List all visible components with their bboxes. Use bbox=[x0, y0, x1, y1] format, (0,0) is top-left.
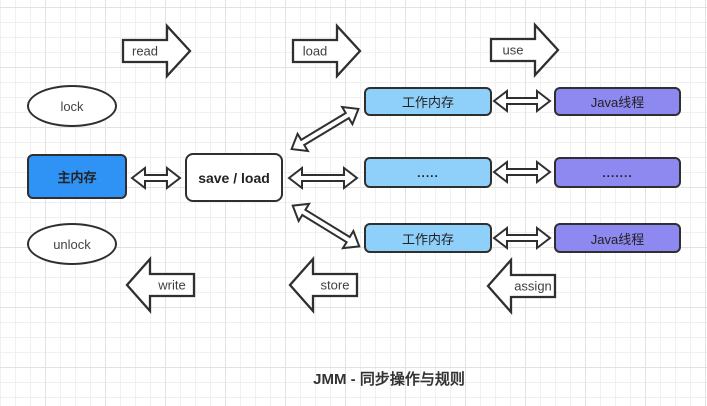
assign-arrow: assign bbox=[486, 256, 557, 316]
arrow-label-assign: assign bbox=[514, 278, 552, 294]
read-arrow: read bbox=[121, 23, 192, 79]
diagonal-arrow-bottom-icon bbox=[285, 194, 367, 257]
write-arrow: write bbox=[125, 255, 196, 315]
unlock-ellipse: unlock bbox=[27, 223, 117, 265]
double-arrow-saveload-row2-icon bbox=[287, 165, 359, 191]
working-memory-box-1: 工作内存 bbox=[364, 87, 492, 116]
store-arrow: store bbox=[288, 255, 359, 315]
load-arrow: load bbox=[291, 23, 362, 79]
thread-label-2: ....... bbox=[602, 165, 633, 180]
thread-label-3: Java线程 bbox=[590, 231, 645, 247]
double-arrow-row3-icon bbox=[492, 225, 552, 251]
double-arrow-row1-icon bbox=[492, 88, 552, 114]
double-arrow-row2-icon bbox=[492, 159, 552, 185]
working-memory-label-3: 工作内存 bbox=[401, 231, 454, 247]
use-arrow: use bbox=[489, 22, 560, 78]
arrow-label-read: read bbox=[131, 43, 159, 59]
working-memory-label-2: ..... bbox=[417, 165, 439, 180]
working-memory-box-2: ..... bbox=[364, 157, 492, 188]
main-memory-box: 主内存 bbox=[27, 154, 127, 199]
unlock-label: unlock bbox=[53, 236, 91, 252]
save-load-label: save / load bbox=[198, 169, 270, 186]
main-memory-label: 主内存 bbox=[57, 170, 97, 185]
working-memory-label-1: 工作内存 bbox=[401, 95, 454, 110]
lock-label: lock bbox=[60, 98, 84, 114]
working-memory-box-3: 工作内存 bbox=[364, 223, 492, 253]
thread-box-3: Java线程 bbox=[554, 223, 681, 253]
arrow-label-write: write bbox=[158, 277, 186, 293]
double-arrow-main-saveload-icon bbox=[130, 165, 182, 191]
diagram-title: JMM - 同步操作与规则 bbox=[313, 371, 465, 388]
thread-label-1: Java线程 bbox=[590, 95, 645, 110]
arrow-label-load: load bbox=[302, 43, 328, 59]
thread-box-1: Java线程 bbox=[554, 87, 681, 116]
save-load-box: save / load bbox=[185, 153, 283, 202]
thread-box-2: ....... bbox=[554, 157, 681, 188]
arrow-label-store: store bbox=[320, 277, 350, 293]
diagonal-arrow-top-icon bbox=[284, 98, 367, 161]
lock-ellipse: lock bbox=[27, 85, 117, 127]
arrow-label-use: use bbox=[502, 42, 524, 58]
